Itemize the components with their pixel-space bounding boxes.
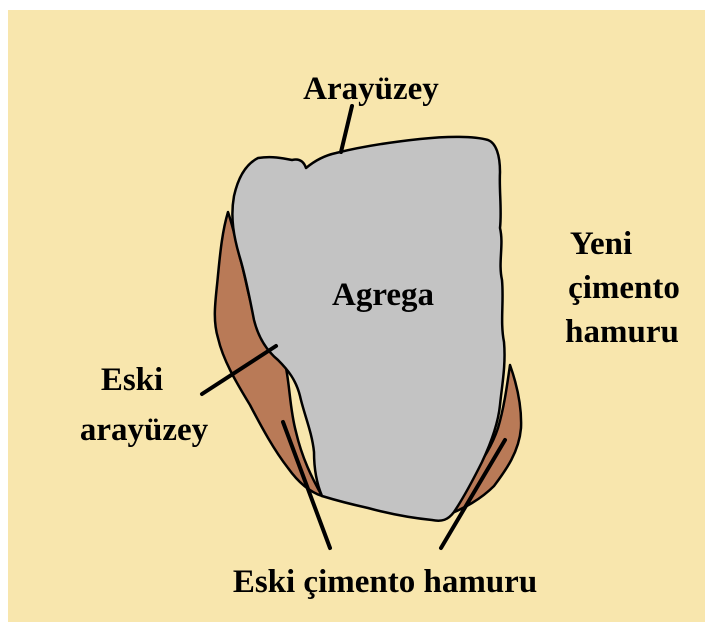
new-cement-paste-label-line2: çimento xyxy=(568,270,680,306)
old-cement-paste-label: Eski çimento hamuru xyxy=(233,564,537,600)
new-cement-paste-label-line3: hamuru xyxy=(565,314,679,350)
old-interface-label-line2: arayüzey xyxy=(80,412,209,448)
old-interface-label-line1: Eski xyxy=(101,362,163,398)
aggregate-label: Agrega xyxy=(332,277,434,313)
interface-label: Arayüzey xyxy=(303,71,439,107)
new-cement-paste-label-line1: Yeni xyxy=(570,226,632,262)
